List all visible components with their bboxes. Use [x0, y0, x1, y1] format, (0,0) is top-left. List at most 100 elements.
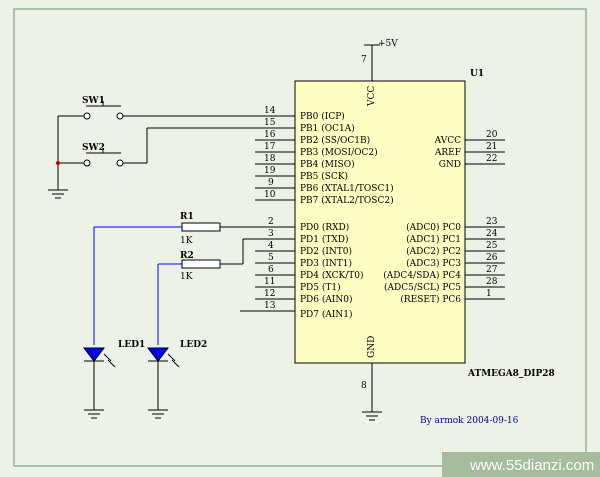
svg-text:PB1 (OC1A): PB1 (OC1A) — [300, 123, 355, 134]
svg-text:AVCC: AVCC — [434, 136, 461, 146]
left-pin-16: 16 PB2 (SS/OC1B) — [255, 130, 370, 146]
r1-ref: R1 — [180, 212, 194, 222]
right-pin-28: 28 (ADC5/SCL) PC5 — [384, 277, 505, 293]
left-pin-6: 6 PD4 (XCK/T0) — [255, 265, 364, 281]
svg-text:PD0 (RXD): PD0 (RXD) — [300, 222, 349, 233]
svg-text:16: 16 — [264, 130, 276, 140]
led2-label: LED2 — [180, 340, 207, 350]
right-pin-21: 21 AREF — [434, 142, 505, 158]
svg-text:(ADC5/SCL) PC5: (ADC5/SCL) PC5 — [384, 282, 461, 293]
right-pin-25: 25 (ADC2) PC2 — [406, 241, 505, 257]
svg-text:PB5 (SCK): PB5 (SCK) — [300, 171, 348, 182]
svg-text:(ADC4/SDA) PC4: (ADC4/SDA) PC4 — [383, 270, 461, 281]
svg-text:(ADC1) PC1: (ADC1) PC1 — [406, 234, 461, 245]
svg-text:(RESET) PC6: (RESET) PC6 — [400, 294, 461, 305]
svg-text:19: 19 — [264, 166, 276, 176]
svg-text:17: 17 — [264, 142, 276, 152]
svg-text:12: 12 — [264, 289, 275, 299]
svg-text:(ADC0) PC0: (ADC0) PC0 — [406, 222, 461, 233]
left-pin-10: 10 PB7 (XTAL2/TOSC2) — [255, 190, 394, 206]
sw2-label: SW2 — [82, 143, 105, 153]
gnd-pin-name: GND — [367, 336, 377, 358]
left-pin-13: 13 PD7 (AIN1) — [240, 301, 353, 320]
led2-symbol — [146, 264, 180, 419]
watermark-bg — [442, 452, 600, 477]
svg-text:PB0 (ICP): PB0 (ICP) — [300, 111, 345, 122]
chip-ground-symbol — [362, 411, 382, 421]
svg-text:4: 4 — [268, 241, 274, 251]
svg-text:2: 2 — [268, 217, 274, 227]
svg-text:25: 25 — [486, 241, 498, 251]
right-pin-23: 23 (ADC0) PC0 — [406, 217, 505, 233]
left-pin-18: 18 PB4 (MISO) — [255, 154, 355, 170]
left-pin-17: 17 PB3 (MOSI/OC2) — [255, 142, 378, 158]
led1-symbol — [82, 227, 116, 419]
svg-text:10: 10 — [264, 190, 276, 200]
led1-label: LED1 — [118, 340, 145, 350]
svg-text:PD6 (AIN0): PD6 (AIN0) — [300, 294, 353, 305]
svg-text:14: 14 — [264, 106, 276, 116]
svg-text:PD4 (XCK/T0): PD4 (XCK/T0) — [300, 270, 364, 281]
svg-text:PB7 (XTAL2/TOSC2): PB7 (XTAL2/TOSC2) — [300, 195, 394, 206]
svg-text:PB6 (XTAL1/TOSC1): PB6 (XTAL1/TOSC1) — [300, 183, 394, 194]
vcc-supply-label: +5V — [378, 39, 398, 49]
left-pin-3: 3 PD1 (TXD) — [255, 229, 349, 245]
svg-text:GND: GND — [439, 160, 461, 170]
left-pin-19: 19 PB5 (SCK) — [255, 166, 348, 182]
left-pin-11: 11 PD5 (T1) — [255, 277, 341, 293]
svg-text:PD1 (TXD): PD1 (TXD) — [300, 234, 349, 245]
svg-text:11: 11 — [264, 277, 275, 287]
r2-ref: R2 — [180, 251, 194, 261]
r2-symbol — [158, 238, 255, 269]
watermark: www.55dianzi.com — [469, 457, 594, 474]
svg-text:(ADC3) PC3: (ADC3) PC3 — [406, 258, 461, 269]
chip-body — [294, 80, 466, 364]
author-note: By armok 2004-09-16 — [420, 416, 519, 426]
svg-text:13: 13 — [264, 301, 276, 311]
svg-text:PB3 (MOSI/OC2): PB3 (MOSI/OC2) — [300, 147, 378, 158]
r1-value: 1K — [180, 236, 193, 246]
left-pin-4: 4 PD2 (INT0) — [255, 241, 352, 257]
left-pin-14: 14 PB0 (ICP) — [255, 106, 345, 122]
svg-text:23: 23 — [486, 217, 498, 227]
svg-text:24: 24 — [486, 229, 498, 239]
svg-text:28: 28 — [486, 277, 498, 287]
right-pin-24: 24 (ADC1) PC1 — [406, 229, 505, 245]
svg-text:15: 15 — [264, 118, 276, 128]
sw2-symbol — [58, 127, 255, 167]
svg-text:26: 26 — [486, 253, 498, 263]
svg-text:9: 9 — [268, 178, 274, 188]
right-pin-27: 27 (ADC4/SDA) PC4 — [383, 265, 505, 281]
sw1-label: SW1 — [82, 96, 105, 106]
chip-part-name: ATMEGA8_DIP28 — [467, 369, 555, 379]
r2-value: 1K — [180, 272, 193, 282]
left-pin-9: 9 PB6 (XTAL1/TOSC1) — [255, 178, 394, 194]
right-pin-1: 1 (RESET) PC6 — [400, 289, 505, 305]
svg-text:5: 5 — [268, 253, 274, 263]
svg-text:21: 21 — [486, 142, 497, 152]
svg-text:AREF: AREF — [434, 148, 461, 158]
switch-ground-rail — [48, 116, 68, 199]
sw1-symbol — [58, 101, 255, 120]
sheet-frame — [13, 8, 587, 467]
r1-symbol — [94, 222, 255, 232]
svg-text:PB4 (MISO): PB4 (MISO) — [300, 159, 355, 170]
svg-text:PD5 (T1): PD5 (T1) — [300, 282, 341, 293]
left-pin-5: 5 PD3 (INT1) — [255, 253, 352, 269]
svg-text:27: 27 — [486, 265, 498, 275]
svg-text:20: 20 — [486, 130, 498, 140]
vcc-pin-number: 7 — [361, 55, 367, 65]
left-pin-2: 2 PD0 (RXD) — [255, 217, 349, 233]
svg-text:1: 1 — [486, 289, 492, 299]
svg-text:PB2 (SS/OC1B): PB2 (SS/OC1B) — [300, 135, 370, 146]
right-pin-22: 22 GND — [439, 154, 505, 170]
gnd-pin-number: 8 — [361, 381, 367, 391]
svg-text:22: 22 — [486, 154, 497, 164]
svg-text:18: 18 — [264, 154, 276, 164]
right-pin-26: 26 (ADC3) PC3 — [406, 253, 505, 269]
svg-text:PD2 (INT0): PD2 (INT0) — [300, 246, 352, 257]
left-pin-12: 12 PD6 (AIN0) — [255, 289, 353, 305]
svg-text:(ADC2) PC2: (ADC2) PC2 — [406, 246, 461, 257]
svg-text:PD7 (AIN1): PD7 (AIN1) — [300, 309, 353, 320]
